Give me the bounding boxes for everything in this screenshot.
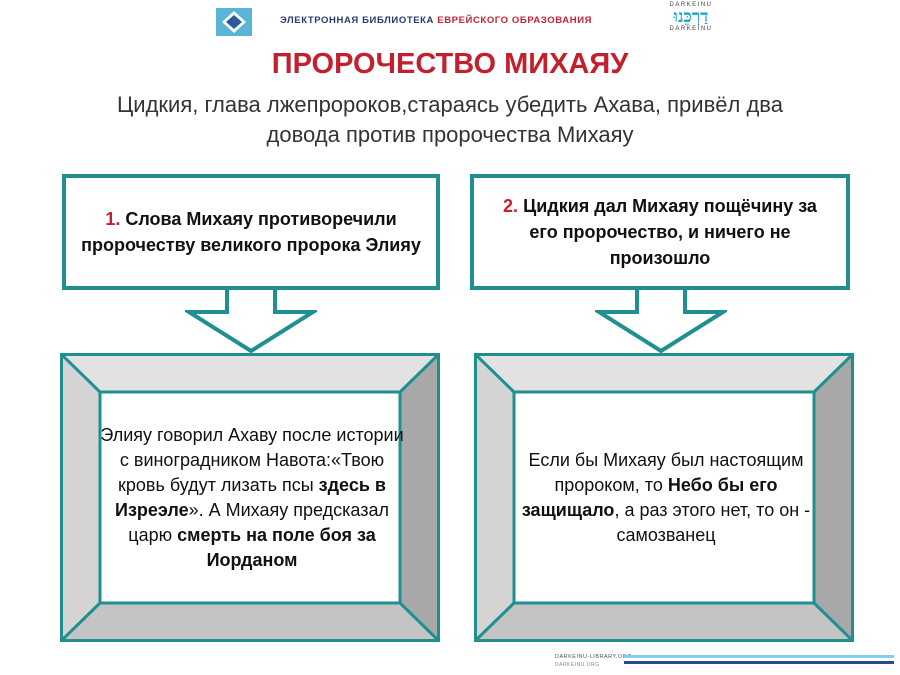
footer-line-light	[624, 655, 894, 658]
argument-text-2: Цидкия дал Михаяу пощёчину за его пророч…	[518, 196, 817, 268]
brand-mark: דַרְכֵּנוּ	[673, 7, 709, 27]
library-title: ЭЛЕКТРОННАЯ БИБЛИОТЕКА ЕВРЕЙСКОГО ОБРАЗО…	[280, 15, 593, 26]
detail-text-1: Элияу говорил Ахаву после истории с вино…	[100, 425, 404, 570]
down-arrow-icon	[595, 288, 727, 354]
argument-box-1: 1. Слова Михаяу противоречили пророчеств…	[62, 174, 440, 290]
down-arrow-icon	[185, 288, 317, 354]
subtitle: Цидкия, глава лжепророков,стараясь убеди…	[117, 92, 783, 147]
detail-frame-1	[60, 353, 440, 642]
argument-box-2: 2. Цидкия дал Михаяу пощёчину за его про…	[470, 174, 850, 290]
footer-url-library[interactable]: DARKEINU-LIBRARY.ORG	[555, 654, 633, 660]
argument-number-2: 2.	[503, 196, 519, 216]
detail-text-2: Если бы Михаяу был настоящим пророком, т…	[521, 450, 811, 545]
page-title: ПРОРОЧЕСТВО МИХАЯУ	[271, 48, 629, 80]
argument-text-1: Слова Михаяу противоречили пророчеству в…	[81, 209, 421, 255]
footer-line-dark	[624, 661, 894, 664]
brand-logo: DARKEINU דַרְכֵּנוּ DARKEINU	[656, 2, 726, 38]
library-logo-icon	[216, 8, 252, 36]
detail-frame-2	[474, 353, 854, 642]
brand-top-text: DARKEINU	[669, 2, 713, 8]
argument-number-1: 1.	[105, 209, 121, 229]
brand-bottom-text: DARKEINU	[669, 26, 713, 32]
footer-url-main[interactable]: DARKEINU.ORG	[555, 662, 600, 668]
